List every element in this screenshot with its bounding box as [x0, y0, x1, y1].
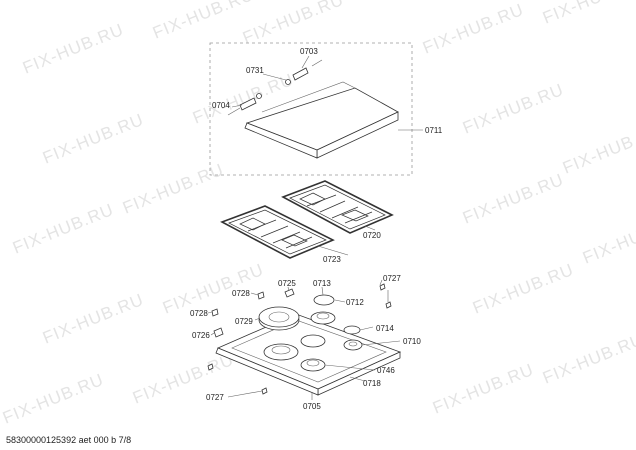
clip-0726	[213, 327, 224, 338]
callout-0746: 0746	[377, 366, 395, 375]
burner-rear-right	[310, 294, 336, 325]
callout-0725: 0725	[278, 279, 296, 288]
hinge-left	[227, 97, 257, 116]
callout-0728-lower: 0728	[190, 309, 208, 318]
callout-0710: 0710	[403, 337, 421, 346]
hob-top-plate	[215, 313, 402, 396]
clip-0728-upper	[257, 291, 265, 300]
burner-front	[300, 334, 326, 372]
screw-0727-lower	[207, 363, 268, 395]
callout-0728-upper: 0728	[232, 289, 250, 298]
hinge-bushing	[256, 93, 262, 99]
callout-0729: 0729	[235, 317, 253, 326]
callout-0718: 0718	[363, 379, 381, 388]
callout-0731: 0731	[246, 66, 264, 75]
callout-0705: 0705	[303, 402, 321, 411]
callout-0713: 0713	[313, 279, 331, 288]
hinge-right	[292, 59, 323, 81]
callout-0723: 0723	[323, 255, 341, 264]
burner-small	[343, 325, 363, 351]
leader-lines	[207, 55, 423, 400]
glass-lid	[244, 81, 399, 159]
callout-0720: 0720	[363, 231, 381, 240]
callout-0704: 0704	[212, 101, 230, 110]
callout-0726: 0726	[192, 331, 210, 340]
pan-support-rear	[281, 180, 394, 234]
pan-support-front	[220, 205, 335, 259]
lid-assembly-boundary	[209, 42, 413, 176]
clip-0728-lower	[211, 308, 219, 317]
burner-large	[258, 306, 300, 361]
callout-0712: 0712	[346, 298, 364, 307]
callout-0711: 0711	[425, 126, 443, 135]
callout-0727-lower: 0727	[206, 393, 224, 402]
clip-0725	[284, 288, 295, 298]
callout-0703: 0703	[300, 47, 318, 56]
screw-0727-upper	[379, 283, 392, 309]
callout-0714: 0714	[376, 324, 394, 333]
document-id: 58300000125392 aet 000 b 7/8	[6, 435, 132, 445]
hinge-bushing	[285, 79, 291, 85]
callout-0727-upper: 0727	[383, 274, 401, 283]
